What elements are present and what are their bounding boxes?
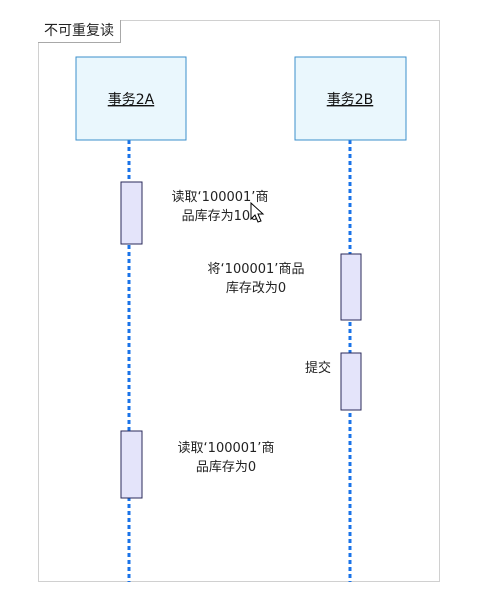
step-3-label: 提交 — [305, 360, 331, 376]
step-2-label-line-1: 将‘100001’商品 — [208, 262, 305, 277]
activation-b-1 — [340, 253, 362, 321]
step-1-label-line-2: 品库存为100 — [182, 208, 259, 224]
lifeline-b-label: 事务2B — [327, 92, 374, 108]
frame-title: 不可重复读 — [38, 20, 121, 43]
step-4-label-line-2: 品库存为0 — [196, 459, 256, 475]
step-2-label-line-2: 库存改为0 — [226, 280, 286, 296]
step-4-label-line-1: 读取‘100001’商 — [178, 441, 275, 456]
step-1-label-line-1: 读取‘100001’商 — [172, 190, 269, 205]
lifeline-b-head: 事务2B — [294, 56, 407, 141]
activation-b-2 — [340, 352, 362, 411]
activation-a-1 — [120, 181, 143, 245]
activation-a-2 — [120, 430, 143, 499]
lifeline-a-head: 事务2A — [75, 56, 187, 141]
lifeline-a-label: 事务2A — [108, 92, 155, 108]
mouse-cursor-icon — [250, 201, 265, 223]
